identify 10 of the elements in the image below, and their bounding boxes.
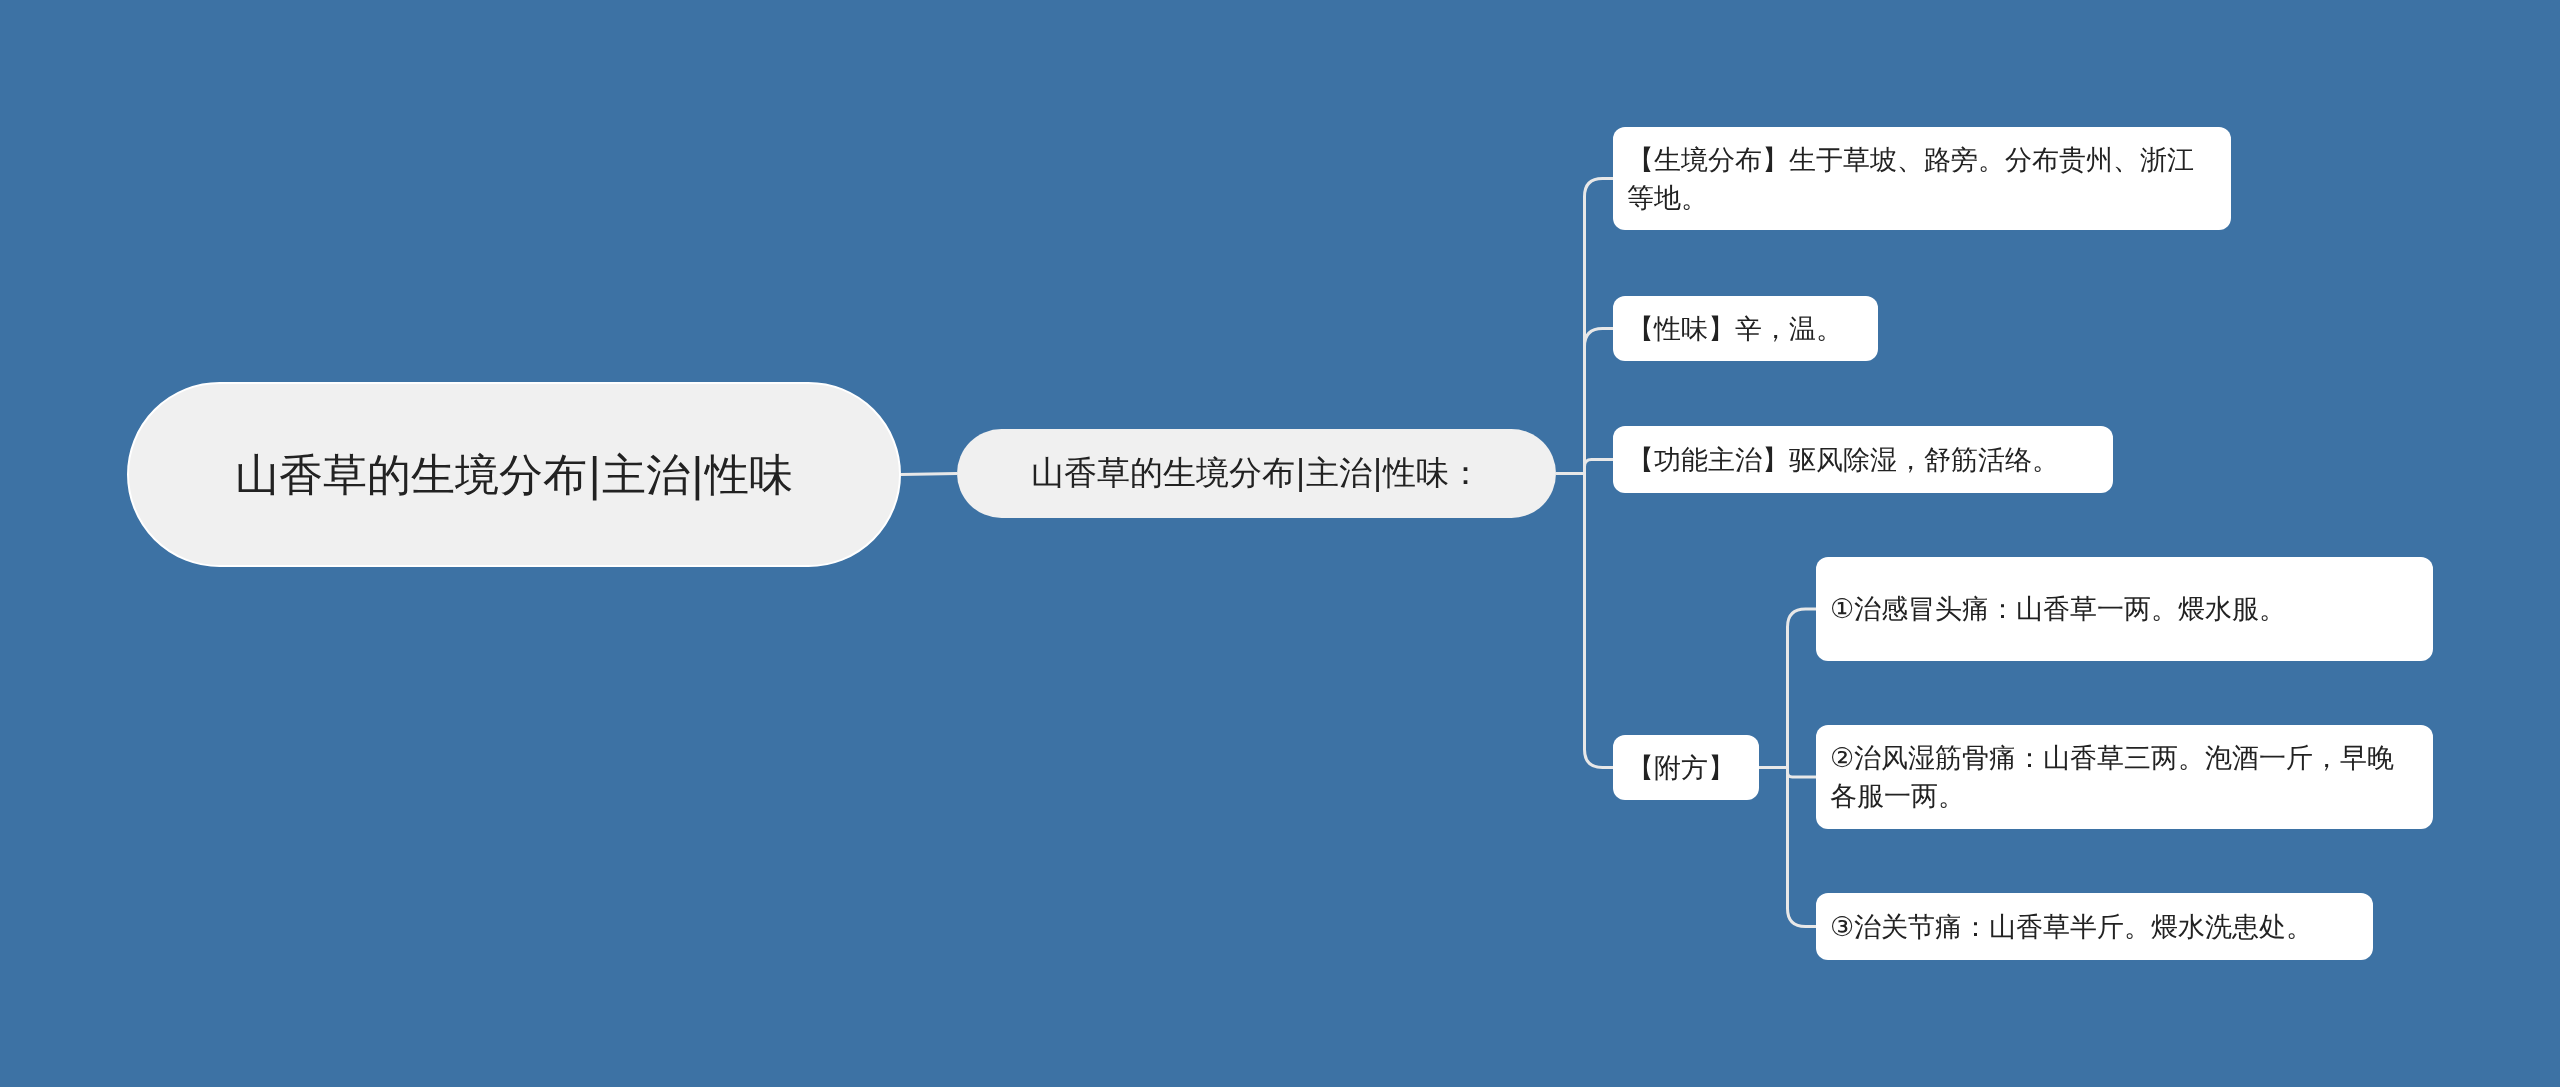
topic-box: 【性味】辛，温。 [1613, 296, 1878, 361]
topic-box: ③治关节痛：山香草半斤。煨水洗患处。 [1816, 893, 2373, 960]
connector-line [900, 472, 958, 476]
root-topic-pill: 山香草的生境分布|主治|性味 [127, 382, 901, 567]
topic-box: 【生境分布】生于草坡、路旁。分布贵州、浙江等地。 [1613, 127, 2231, 230]
topic-pill: 山香草的生境分布|主治|性味： [957, 429, 1556, 518]
topic-box: ①治感冒头痛：山香草一两。煨水服。 [1816, 557, 2433, 661]
topic-box: 【附方】 [1613, 735, 1759, 800]
topic-box: ②治风湿筋骨痛：山香草三两。泡酒一斤，早晚各服一两。 [1816, 725, 2433, 829]
topic-box: 【功能主治】驱风除湿，舒筋活络。 [1613, 426, 2113, 493]
